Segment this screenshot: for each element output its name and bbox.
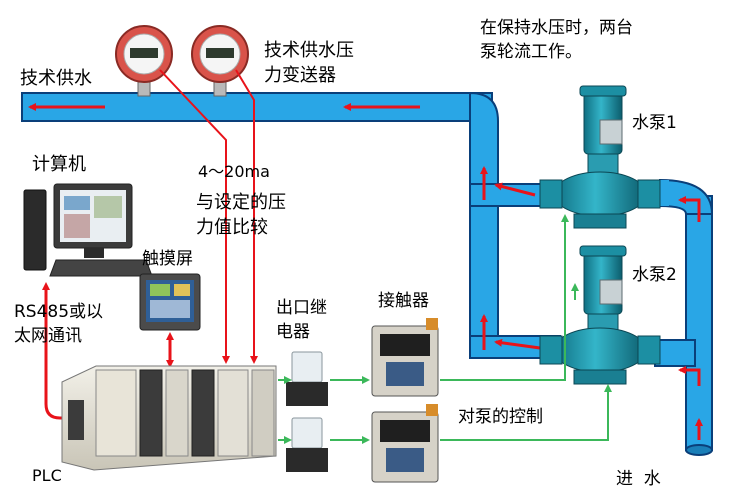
pipe-network xyxy=(21,91,714,456)
pipe-elbow-top xyxy=(469,91,499,351)
signal-line-2 xyxy=(235,69,258,364)
label-water-supply: 技术供水 xyxy=(20,68,92,89)
signal-lines xyxy=(42,69,258,422)
plc-rack xyxy=(61,365,277,471)
touchscreen xyxy=(139,273,201,331)
relay-1 xyxy=(286,351,328,406)
label-compare: 与设定的压 力值比较 xyxy=(196,190,286,240)
control-contactor1-pump1 xyxy=(440,214,569,381)
computer-plc-link xyxy=(42,282,88,422)
pump2-inlet-pipe xyxy=(654,339,696,367)
contactor-2 xyxy=(371,404,439,483)
label-pump-note: 在保持水压时，两台 泵轮流工作。 xyxy=(480,16,633,64)
label-contactor: 接触器 xyxy=(378,291,429,311)
label-rs485-line-1: RS485或以 xyxy=(14,302,104,322)
flow-arrow-pump2-out xyxy=(494,338,541,350)
label-pump-control: 对泵的控制 xyxy=(458,407,543,427)
flow-arrow-pump1-in xyxy=(678,196,701,222)
relay-2 xyxy=(286,417,328,472)
inlet-opening xyxy=(685,444,713,456)
label-transmitter-line-2: 力变送器 xyxy=(264,65,336,86)
label-rs485-line-2: 太网通讯 xyxy=(14,326,82,346)
label-signal: 4～20ma xyxy=(198,162,270,181)
label-pump-note-line-1: 在保持水压时，两台 xyxy=(480,18,633,38)
flow-arrow-inlet-up xyxy=(678,366,701,386)
inlet-pipe xyxy=(685,195,713,451)
flow-arrows xyxy=(28,103,703,440)
label-transmitter-line-1: 技术供水压 xyxy=(264,40,354,61)
label-transmitter: 技术供水压 力变送器 xyxy=(264,38,354,88)
flow-arrow-pump1-out xyxy=(494,182,536,197)
label-rs485: RS485或以 太网通讯 xyxy=(14,300,103,348)
label-compare-line-1: 与设定的压 xyxy=(196,192,286,213)
contactor-1 xyxy=(371,318,439,397)
pump-2 xyxy=(539,245,661,385)
pump-1 xyxy=(539,85,661,229)
computer xyxy=(23,183,153,277)
label-pump1: 水泵1 xyxy=(632,113,677,133)
control-contactor2-pump2 xyxy=(440,384,612,441)
label-pump2: 水泵2 xyxy=(632,265,677,285)
pressure-gauge-1 xyxy=(115,25,173,97)
pressure-gauge-2 xyxy=(191,25,249,97)
signal-line-1 xyxy=(159,69,230,364)
label-touchscreen: 触摸屏 xyxy=(142,249,193,269)
label-computer: 计算机 xyxy=(32,154,86,175)
label-relay-line-1: 出口继 xyxy=(276,298,327,318)
label-plc: PLC xyxy=(32,466,62,485)
control-lines xyxy=(278,214,612,444)
label-relay-line-2: 电器 xyxy=(276,322,310,342)
label-pump-note-line-2: 泵轮流工作。 xyxy=(480,42,582,62)
label-inlet: 进 水 xyxy=(616,469,661,489)
label-relay: 出口继 电器 xyxy=(276,296,327,344)
label-compare-line-2: 力值比较 xyxy=(196,217,268,238)
